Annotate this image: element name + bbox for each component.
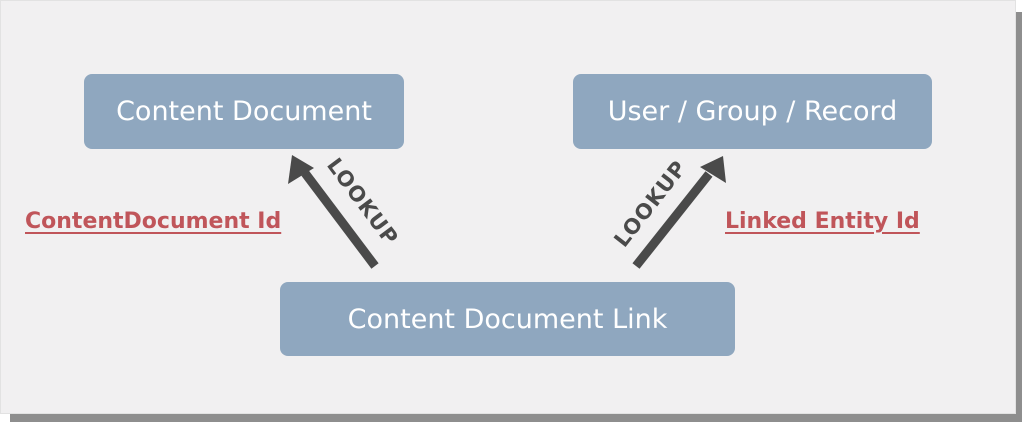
edge-link-to-user-group-record: LOOKUP bbox=[609, 156, 726, 269]
arrow-head-right bbox=[700, 156, 726, 183]
lookup-label-right: LOOKUP bbox=[609, 156, 691, 252]
field-label-linked-entity-id: Linked Entity Id bbox=[725, 209, 920, 234]
arrow-shaft-left bbox=[301, 170, 379, 269]
node-content-document: Content Document bbox=[84, 74, 404, 149]
node-content-document-link: Content Document Link bbox=[280, 282, 735, 356]
node-user-group-record: User / Group / Record bbox=[573, 74, 932, 149]
arrow-shaft-right bbox=[632, 171, 713, 269]
arrow-head-left bbox=[288, 155, 314, 184]
edge-link-to-content-document: LOOKUP bbox=[288, 154, 403, 269]
lookup-label-left: LOOKUP bbox=[322, 154, 403, 250]
field-label-content-document-id: ContentDocument Id bbox=[25, 209, 282, 234]
